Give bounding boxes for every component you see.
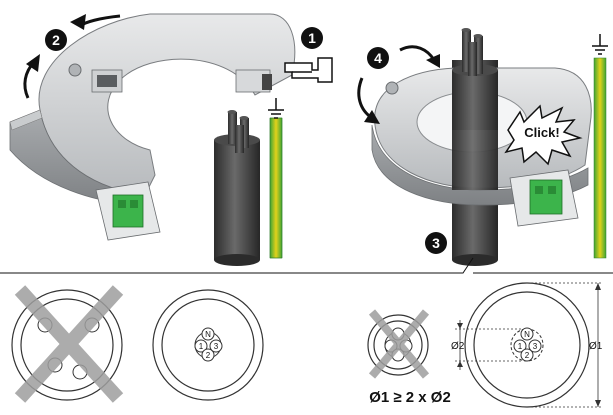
svg-text:2: 2 bbox=[525, 351, 530, 360]
incorrect-cross-icon bbox=[14, 285, 124, 403]
step-4-badge: 4 bbox=[367, 47, 389, 69]
step-3-badge: 3 bbox=[425, 232, 447, 254]
sensor-side-right bbox=[371, 124, 589, 206]
earth-wire-left bbox=[269, 117, 283, 259]
svg-text:3: 3 bbox=[214, 342, 219, 351]
terminal-block-right bbox=[509, 169, 579, 227]
svg-text:1: 1 bbox=[518, 342, 523, 351]
svg-text:4: 4 bbox=[374, 50, 382, 66]
wrong-cable-arrangement bbox=[11, 285, 124, 403]
pointing-hand-icon bbox=[284, 57, 333, 83]
terminal-block-left bbox=[95, 181, 161, 241]
svg-text:1: 1 bbox=[308, 30, 316, 46]
step-2-badge: 2 bbox=[45, 29, 67, 51]
closed-sensor-illustration: Click! bbox=[357, 28, 608, 266]
svg-text:N: N bbox=[205, 330, 211, 339]
incorrect-cross-icon bbox=[368, 309, 430, 379]
dimensioned-sensor-diagram: N 1 2 3 Ø2 Ø1 bbox=[451, 282, 603, 408]
rotation-arrow-4a bbox=[399, 45, 436, 61]
diameter-formula: Ø1 ≥ 2 x Ø2 bbox=[369, 389, 451, 406]
open-sensor-illustration bbox=[9, 13, 333, 266]
step-1-badge: 1 bbox=[301, 27, 323, 49]
earth-wire-right bbox=[593, 57, 607, 259]
ground-symbol-icon bbox=[268, 98, 284, 119]
click-burst-icon: Click! bbox=[504, 104, 583, 166]
rotation-arrow-4b bbox=[357, 77, 373, 120]
diameter-1-label: Ø1 bbox=[589, 341, 603, 352]
svg-text:2: 2 bbox=[52, 32, 60, 48]
svg-text:N: N bbox=[524, 330, 530, 339]
wrong-bundle-size bbox=[367, 309, 430, 379]
cable-bundle-left bbox=[214, 110, 260, 266]
svg-text:2: 2 bbox=[206, 351, 211, 360]
screw-right bbox=[385, 81, 399, 95]
screw bbox=[68, 63, 82, 77]
svg-text:1: 1 bbox=[199, 342, 204, 351]
svg-text:3: 3 bbox=[432, 235, 440, 251]
svg-text:3: 3 bbox=[533, 342, 538, 351]
correct-cable-arrangement: N 1 2 3 bbox=[152, 289, 264, 401]
ground-symbol-icon bbox=[592, 34, 608, 55]
section-divider bbox=[0, 257, 474, 274]
svg-text:Click!: Click! bbox=[524, 125, 559, 140]
diameter-2-label: Ø2 bbox=[451, 341, 465, 352]
